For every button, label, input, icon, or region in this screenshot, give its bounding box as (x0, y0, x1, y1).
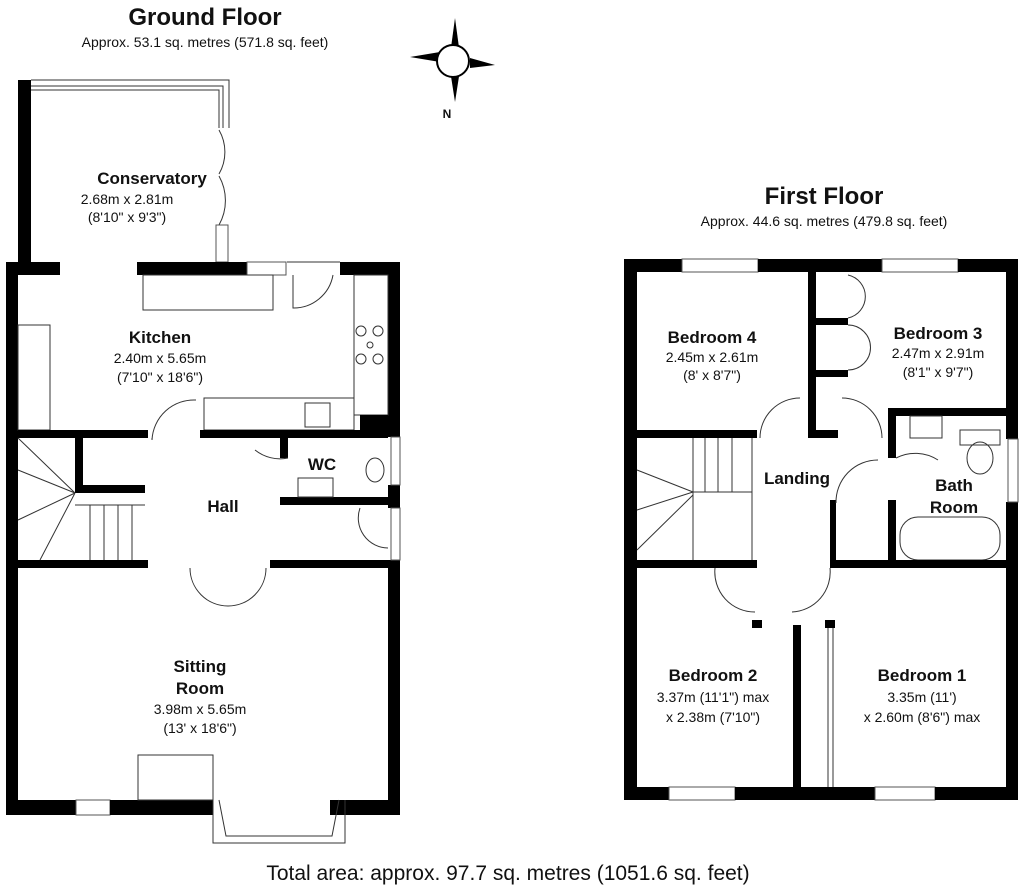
room-dim-m-bedroom-4: 2.45m x 2.61m (666, 349, 759, 365)
room-dim-ft-sitting-room: (13' x 18'6") (163, 720, 236, 736)
room-name-conservatory: Conservatory (97, 169, 207, 188)
room-name-sitting-room-line1: Sitting (174, 657, 227, 676)
room-name-hall: Hall (207, 497, 238, 516)
room-dim-bedroom-1-line2: x 2.60m (8'6") max (864, 709, 981, 725)
room-name-bedroom-3: Bedroom 3 (894, 324, 983, 343)
room-dim-bedroom-1-line1: 3.35m (11') (887, 689, 956, 705)
room-dim-ft-conservatory: (8'10" x 9'3") (88, 209, 166, 225)
room-dim-m-conservatory: 2.68m x 2.81m (81, 191, 174, 207)
room-name-kitchen: Kitchen (129, 328, 191, 347)
room-name-landing: Landing (764, 469, 830, 488)
room-dim-ft-kitchen: (7'10" x 18'6") (117, 369, 203, 385)
ground-floor-title: Ground Floor (128, 4, 281, 31)
room-dim-m-sitting-room: 3.98m x 5.65m (154, 701, 247, 717)
first-floor-title: First Floor (765, 183, 884, 210)
room-dim-bedroom-2-line2: x 2.38m (7'10") (666, 709, 760, 725)
room-dim-m-bedroom-3: 2.47m x 2.91m (892, 345, 985, 361)
room-name-bathroom-line1: Bath (935, 476, 973, 495)
room-dim-m-kitchen: 2.40m x 5.65m (114, 350, 207, 366)
room-name-wc: WC (308, 455, 336, 474)
room-name-bedroom-4: Bedroom 4 (668, 328, 757, 347)
first-floor-area: Approx. 44.6 sq. metres (479.8 sq. feet) (701, 213, 948, 229)
ground-floor-area: Approx. 53.1 sq. metres (571.8 sq. feet) (82, 34, 329, 50)
compass-icon: N (410, 18, 495, 121)
total-area: Total area: approx. 97.7 sq. metres (105… (266, 862, 749, 885)
room-dim-ft-bedroom-3: (8'1" x 9'7") (903, 364, 974, 380)
compass-north-label: N (443, 107, 452, 121)
room-name-bedroom-2: Bedroom 2 (669, 666, 758, 685)
ground-floor-plan: Conservatory 2.68m x 2.81m (8'10" x 9'3"… (6, 79, 401, 844)
room-name-bedroom-1: Bedroom 1 (878, 666, 967, 685)
room-dim-bedroom-2-line1: 3.37m (11'1") max (657, 689, 769, 705)
room-name-sitting-room-line2: Room (176, 679, 224, 698)
room-name-bathroom-line2: Room (930, 498, 978, 517)
first-floor-plan: Bedroom 4 2.45m x 2.61m (8' x 8'7") Bedr… (624, 258, 1019, 801)
room-dim-ft-bedroom-4: (8' x 8'7") (683, 367, 741, 383)
